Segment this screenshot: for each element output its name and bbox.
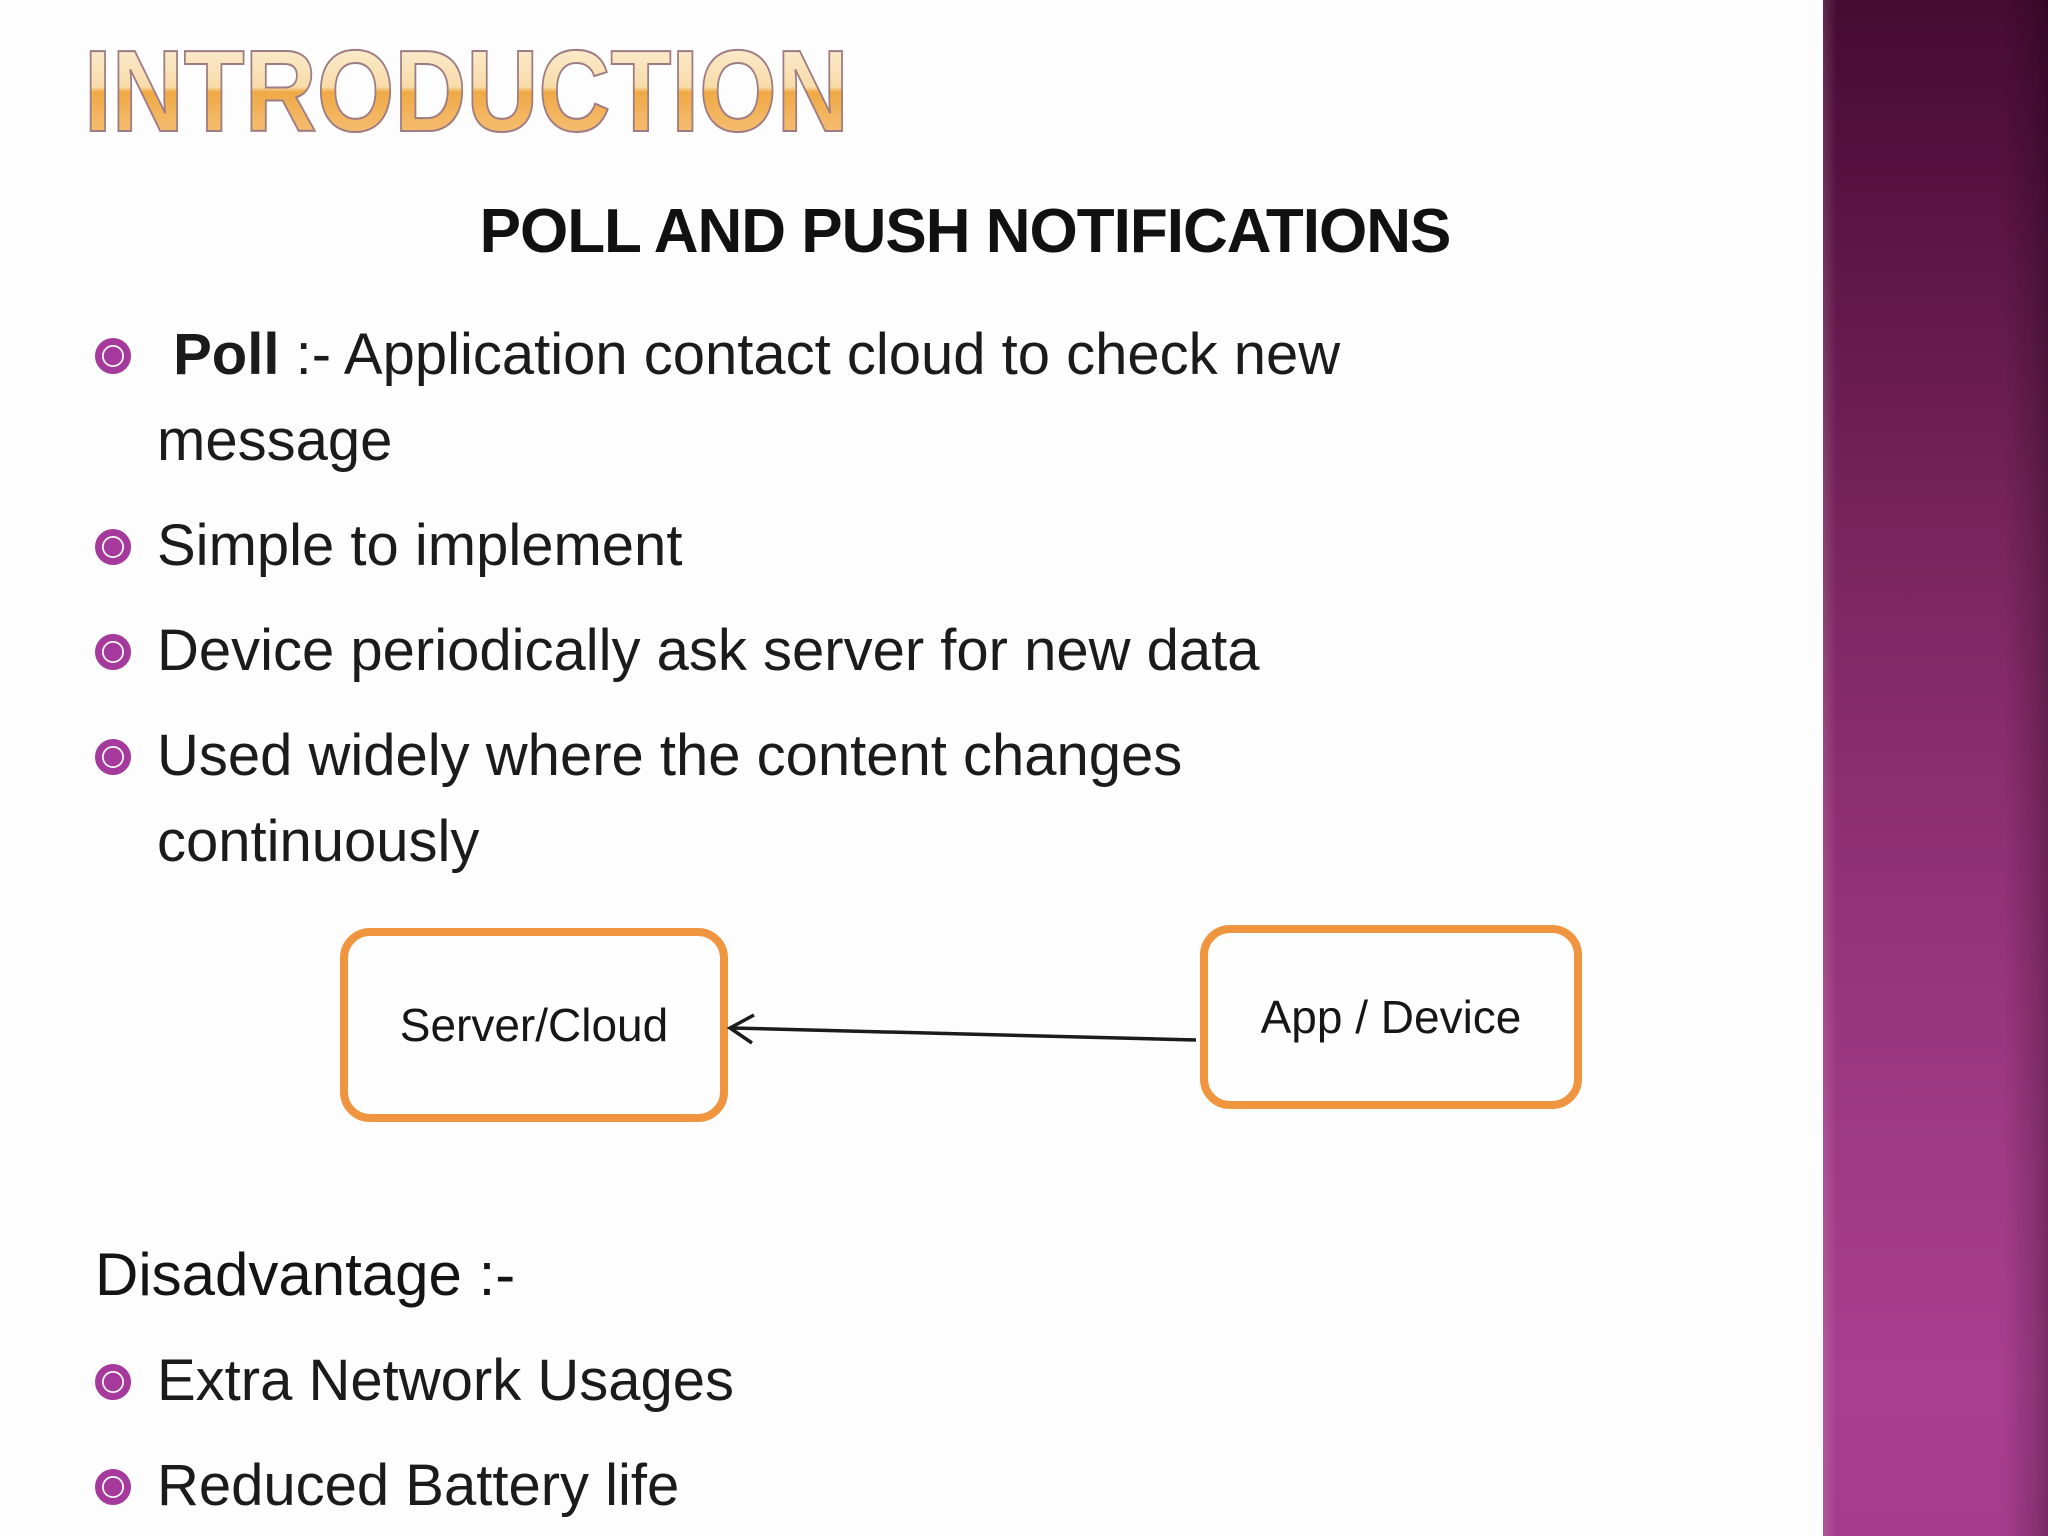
bullet-text: Poll :- Application contact cloud to che… — [157, 312, 1340, 484]
bullet-item-simple: Simple to implement — [95, 503, 1795, 589]
bullet-item-used-widely: Used widely where the content changes co… — [95, 713, 1795, 885]
disadvantage-heading: Disadvantage :- — [95, 1241, 516, 1308]
slide-subtitle: POLL AND PUSH NOTIFICATIONS — [479, 197, 1452, 266]
bullet-item-device: Device periodically ask server for new d… — [95, 608, 1795, 694]
bullet-lead-bold: Poll — [157, 322, 296, 387]
bullet-text: Device periodically ask server for new d… — [157, 618, 1260, 683]
ring-bullet-icon — [95, 1469, 131, 1505]
bullet-text: Simple to implement — [157, 513, 683, 578]
slide-content: INTRODUCTION POLL AND PUSH NOTIFICATIONS… — [0, 26, 1823, 1536]
bullet-item-poll: Poll :- Application contact cloud to che… — [95, 312, 1795, 484]
server-cloud-label: Server/Cloud — [399, 999, 669, 1051]
ring-bullet-icon — [95, 338, 131, 374]
ring-bullet-icon — [95, 739, 131, 775]
bullet-rest: :- Application contact cloud to check ne… — [157, 322, 1341, 473]
bullet-item-battery: Reduced Battery life — [95, 1443, 1795, 1529]
bullet-item-network: Extra Network Usages — [95, 1338, 1795, 1424]
bullet-text: Extra Network Usages — [157, 1348, 734, 1413]
ring-bullet-icon — [95, 634, 131, 670]
bullet-text: Reduced Battery life — [157, 1453, 680, 1518]
right-gradient-band — [1823, 0, 2048, 1536]
poll-diagram: Server/Cloud App / Device — [0, 922, 1823, 1137]
app-device-label: App / Device — [1260, 991, 1522, 1043]
disadvantage-bullet-list: Extra Network Usages Reduced Battery lif… — [95, 1338, 1795, 1536]
poll-bullet-list: Poll :- Application contact cloud to che… — [95, 312, 1795, 904]
server-cloud-box: Server/Cloud — [340, 928, 728, 1122]
ring-bullet-icon — [95, 529, 131, 565]
ring-bullet-icon — [95, 1364, 131, 1400]
bullet-text: Used widely where the content changes co… — [157, 723, 1183, 874]
left-arrow-icon — [726, 1013, 1197, 1045]
app-device-box: App / Device — [1200, 925, 1582, 1109]
slide-title: INTRODUCTION — [83, 26, 849, 156]
